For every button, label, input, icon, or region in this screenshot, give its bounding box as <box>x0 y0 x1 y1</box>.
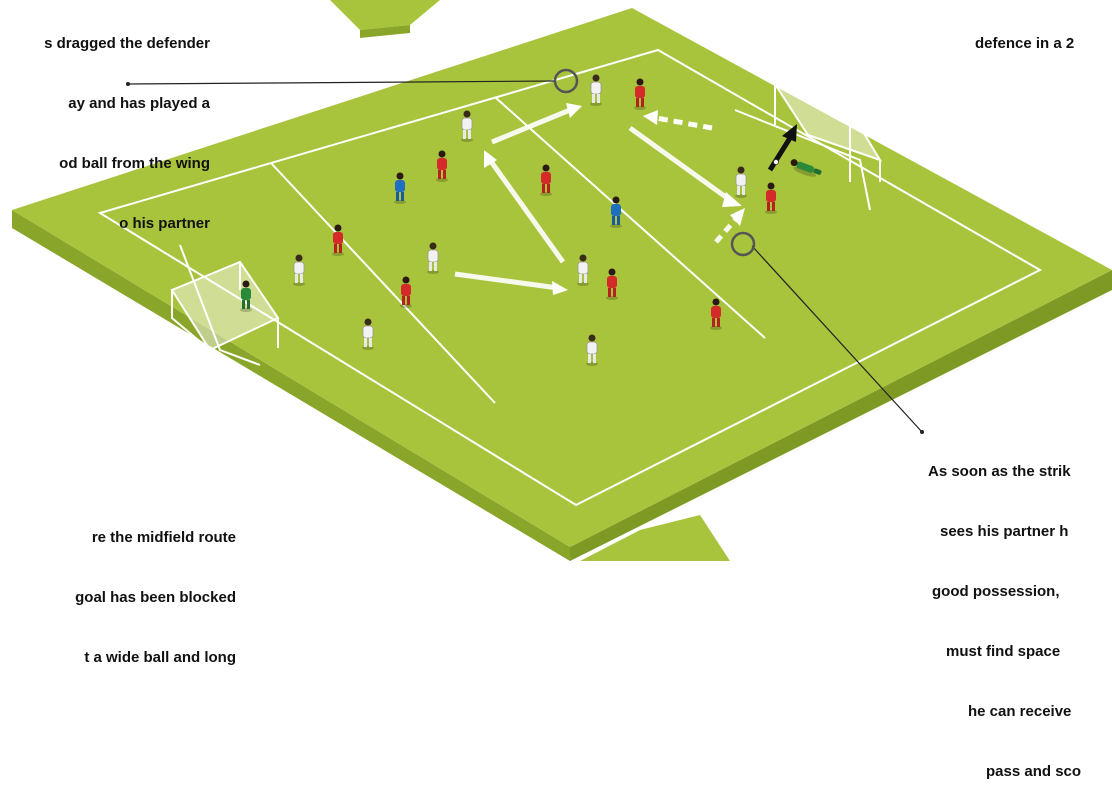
annotation-line: sees his partner h <box>928 522 1081 542</box>
annotation-bottom-left: re the midfield route goal has been bloc… <box>0 488 236 688</box>
annotation-top-right: defence in a 2 <box>975 0 1074 74</box>
annotation-line: od ball from the wing <box>0 154 210 174</box>
annotation-line: ay and has played a <box>0 94 210 114</box>
ball <box>774 160 779 165</box>
annotation-line: he can receive <box>928 702 1081 722</box>
annotation-bottom-right: As soon as the strik sees his partner h … <box>928 422 1081 802</box>
annotation-line: re the midfield route <box>0 528 236 548</box>
annotation-line: good possession, <box>928 582 1081 602</box>
annotation-line: pass and sco <box>928 762 1081 782</box>
annotation-line: As soon as the strik <box>928 462 1081 482</box>
annotation-line: must find space <box>928 642 1081 662</box>
annotation-line: t a wide ball and long <box>0 648 236 668</box>
annotation-line: o his partner <box>0 214 210 234</box>
annotation-line: s dragged the defender <box>0 34 210 54</box>
annotation-line: defence in a 2 <box>975 34 1074 54</box>
annotation-line: goal has been blocked <box>0 588 236 608</box>
adjacent-pitch-top <box>330 0 440 38</box>
annotation-top-left: s dragged the defender ay and has played… <box>0 0 210 254</box>
